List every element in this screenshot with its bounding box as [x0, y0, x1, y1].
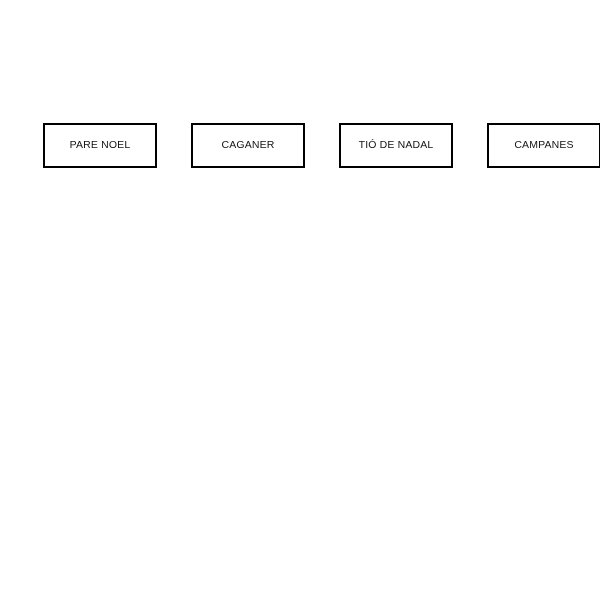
word-card[interactable]: CAGANER — [191, 123, 305, 168]
word-card-label: TIÓ DE NADAL — [358, 138, 434, 151]
word-card-label: PARE NOEL — [69, 138, 131, 151]
word-card-label: CAGANER — [221, 138, 275, 151]
word-card[interactable]: CAMPANES — [487, 123, 600, 168]
word-card[interactable]: PARE NOEL — [43, 123, 157, 168]
word-card-label: CAMPANES — [514, 138, 574, 151]
word-card[interactable]: TIÓ DE NADAL — [339, 123, 453, 168]
card-grid: PARE NOEL CAGANER TIÓ DE NADAL CAMPANES … — [43, 123, 600, 168]
